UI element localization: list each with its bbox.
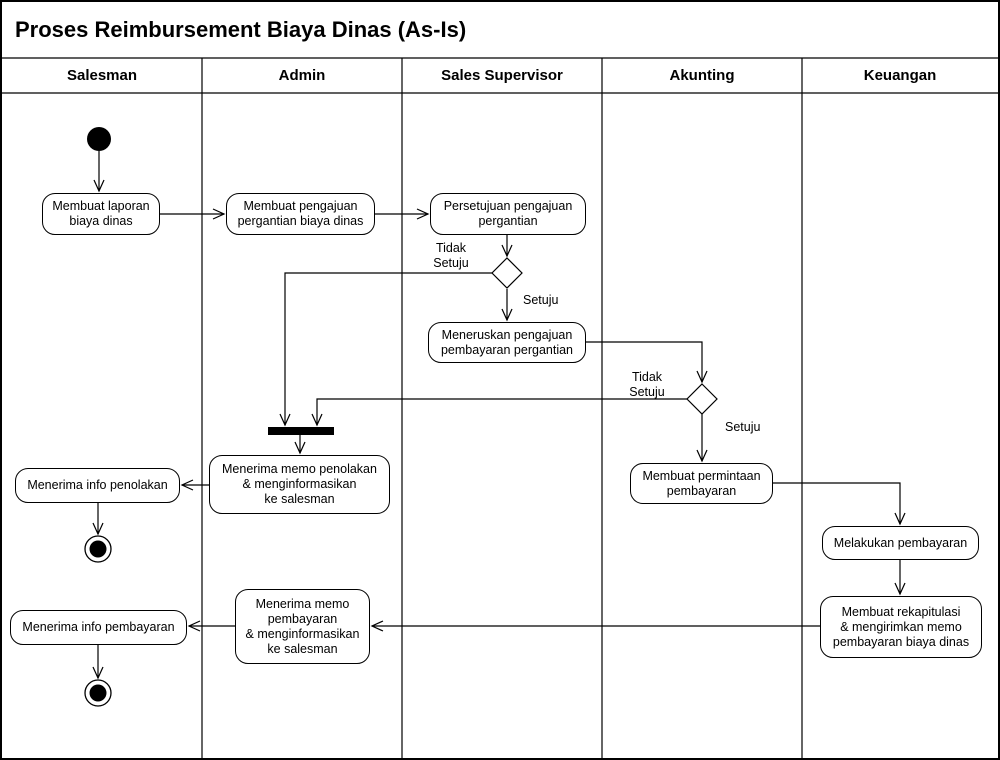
- lane-header-salesman: Salesman: [66, 67, 138, 84]
- join-bar: [268, 427, 334, 435]
- lane-header-sales-supervisor: Sales Supervisor: [441, 67, 563, 84]
- final-node-penolakan: [84, 535, 112, 563]
- activity-melakukan-pembayaran: Melakukan pembayaran: [822, 526, 979, 560]
- guard-label-setuju-2: Setuju: [725, 420, 761, 434]
- diagram-title: Proses Reimbursement Biaya Dinas (As-Is): [15, 17, 467, 42]
- activity-menerima-memo-penolakan: Menerima memo penolakan & menginformasik…: [209, 455, 390, 514]
- decision-node-1: [491, 257, 523, 289]
- lane-grid: [2, 57, 998, 758]
- activity-membuat-pengajuan-pergantian: Membuat pengajuan pergantian biaya dinas: [226, 193, 375, 235]
- activity-menerima-memo-pembayaran: Menerima memo pembayaran & menginformasi…: [235, 589, 370, 664]
- lane-header-keuangan: Keuangan: [863, 67, 937, 84]
- flow-meneruskan-to-decision2: [586, 341, 708, 384]
- guard-label-tidak-setuju-1: Tidak Setuju: [433, 241, 469, 270]
- guard-label-setuju-1: Setuju: [523, 293, 559, 307]
- flow-permintaan-to-melakukan: [773, 482, 906, 526]
- activity-membuat-rekapitulasi: Membuat rekapitulasi & mengirimkan memo …: [820, 596, 982, 658]
- flow-decision1-tidak-setuju: [279, 272, 492, 427]
- activity-meneruskan-pengajuan: Meneruskan pengajuan pembayaran perganti…: [428, 322, 586, 363]
- lane-header-akunting: Akunting: [669, 67, 735, 84]
- decision-node-2: [686, 383, 718, 415]
- activity-menerima-info-pembayaran: Menerima info pembayaran: [10, 610, 187, 645]
- activity-menerima-info-penolakan: Menerima info penolakan: [15, 468, 180, 503]
- activity-persetujuan-pengajuan: Persetujuan pengajuan pergantian: [430, 193, 586, 235]
- initial-node: [87, 127, 111, 151]
- lane-header-admin: Admin: [278, 67, 326, 84]
- flow-edges: [92, 151, 906, 680]
- guard-label-tidak-setuju-2: Tidak Setuju: [629, 370, 665, 399]
- activity-membuat-laporan-biaya-dinas: Membuat laporan biaya dinas: [42, 193, 160, 235]
- title-bar: Proses Reimbursement Biaya Dinas (As-Is): [2, 2, 998, 58]
- final-node-pembayaran: [84, 679, 112, 707]
- flow-decision2-tidak-setuju: [311, 398, 687, 427]
- activity-membuat-permintaan-pembayaran: Membuat permintaan pembayaran: [630, 463, 773, 504]
